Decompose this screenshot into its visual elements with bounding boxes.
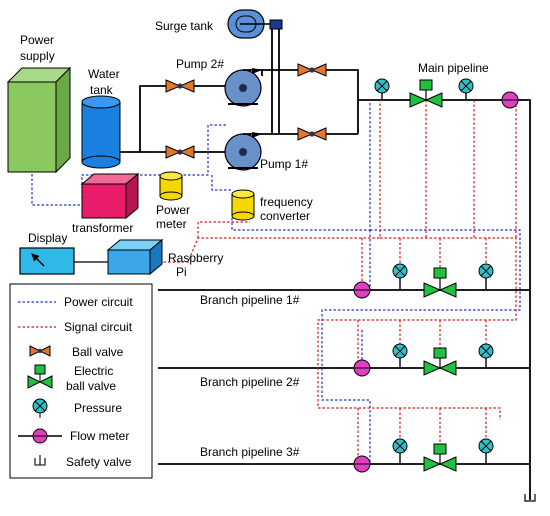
frequency-converter bbox=[231, 189, 255, 221]
branch2-label: Branch pipeline 2# bbox=[200, 375, 300, 389]
surge-tank-label: Surge tank bbox=[155, 19, 214, 33]
surge-tank bbox=[227, 9, 283, 39]
legend-power-circuit: Power circuit bbox=[64, 295, 133, 309]
ball-valve-icon bbox=[297, 127, 327, 141]
power-supply-label-2: supply bbox=[20, 49, 55, 63]
pump-2 bbox=[224, 68, 263, 107]
legend-electric-valve-icon bbox=[27, 364, 53, 389]
ball-valve-icon bbox=[297, 63, 327, 77]
main-pipeline-label: Main pipeline bbox=[418, 61, 489, 75]
ball-valve-icon bbox=[165, 145, 195, 159]
pump2-label: Pump 2# bbox=[176, 57, 224, 71]
transformer-label: transformer bbox=[72, 221, 133, 235]
legend-ball-valve: Ball valve bbox=[72, 345, 124, 359]
raspberry-label-1: Raspberry bbox=[168, 251, 223, 265]
legend-pressure-icon bbox=[32, 398, 48, 418]
raspberry-label-2: Pi bbox=[176, 265, 187, 279]
water-tank-label-2: tank bbox=[90, 83, 114, 97]
legend-safety-valve-icon bbox=[34, 455, 46, 466]
legend-safety-valve: Safety valve bbox=[66, 455, 132, 469]
pump-1 bbox=[224, 132, 262, 171]
electric-valve-icon bbox=[423, 443, 457, 472]
display-label: Display bbox=[28, 231, 67, 245]
flow-meter-icon bbox=[353, 455, 371, 473]
legend-pressure: Pressure bbox=[74, 401, 122, 415]
electric-valve-icon bbox=[423, 347, 457, 376]
legend-flow-meter-icon bbox=[18, 428, 62, 444]
pressure-icon bbox=[478, 438, 494, 464]
freq-conv-label-2: converter bbox=[260, 209, 310, 223]
flow-meter-icon bbox=[353, 359, 371, 377]
freq-conv-label-1: frequency bbox=[260, 195, 313, 209]
pressure-icon bbox=[458, 78, 474, 100]
power-supply bbox=[6, 66, 72, 174]
electric-valve-icon bbox=[423, 267, 457, 298]
pump1-label: Pump 1# bbox=[260, 157, 308, 171]
legend-electric-1: Electric bbox=[74, 364, 113, 378]
legend-flow-meter: Flow meter bbox=[70, 429, 129, 443]
power-circuit-lines bbox=[31, 100, 521, 464]
power-supply-label-1: Power bbox=[20, 33, 54, 47]
legend-ball-valve-icon bbox=[29, 345, 51, 357]
raspberry-pi bbox=[106, 238, 164, 276]
branch3-label: Branch pipeline 3# bbox=[200, 445, 300, 459]
water-tank bbox=[81, 95, 121, 169]
legend: Power circuit Signal circuit Ball valve … bbox=[9, 283, 153, 479]
pressure-icon bbox=[392, 263, 408, 290]
power-meter bbox=[159, 171, 183, 201]
power-meter-label-1: Power bbox=[156, 203, 190, 217]
pressure-icon bbox=[392, 438, 408, 464]
flow-meter-icon bbox=[353, 281, 371, 299]
electric-valve-icon bbox=[409, 79, 443, 108]
pressure-icon bbox=[392, 343, 408, 368]
flow-meter-icon bbox=[501, 91, 519, 109]
legend-signal-circuit: Signal circuit bbox=[64, 320, 133, 334]
safety-valve-icon bbox=[524, 494, 536, 502]
signal-circuit-lines bbox=[150, 100, 517, 464]
pressure-icon bbox=[478, 343, 494, 368]
legend-electric-2: ball valve bbox=[66, 379, 116, 393]
pressure-icon bbox=[478, 263, 494, 290]
display bbox=[19, 247, 75, 275]
branch1-label: Branch pipeline 1# bbox=[200, 293, 300, 307]
pressure-icon bbox=[374, 78, 390, 100]
power-meter-label-2: meter bbox=[156, 217, 187, 231]
ball-valve-icon bbox=[165, 79, 195, 93]
water-tank-label-1: Water bbox=[88, 67, 120, 81]
transformer bbox=[80, 172, 140, 220]
